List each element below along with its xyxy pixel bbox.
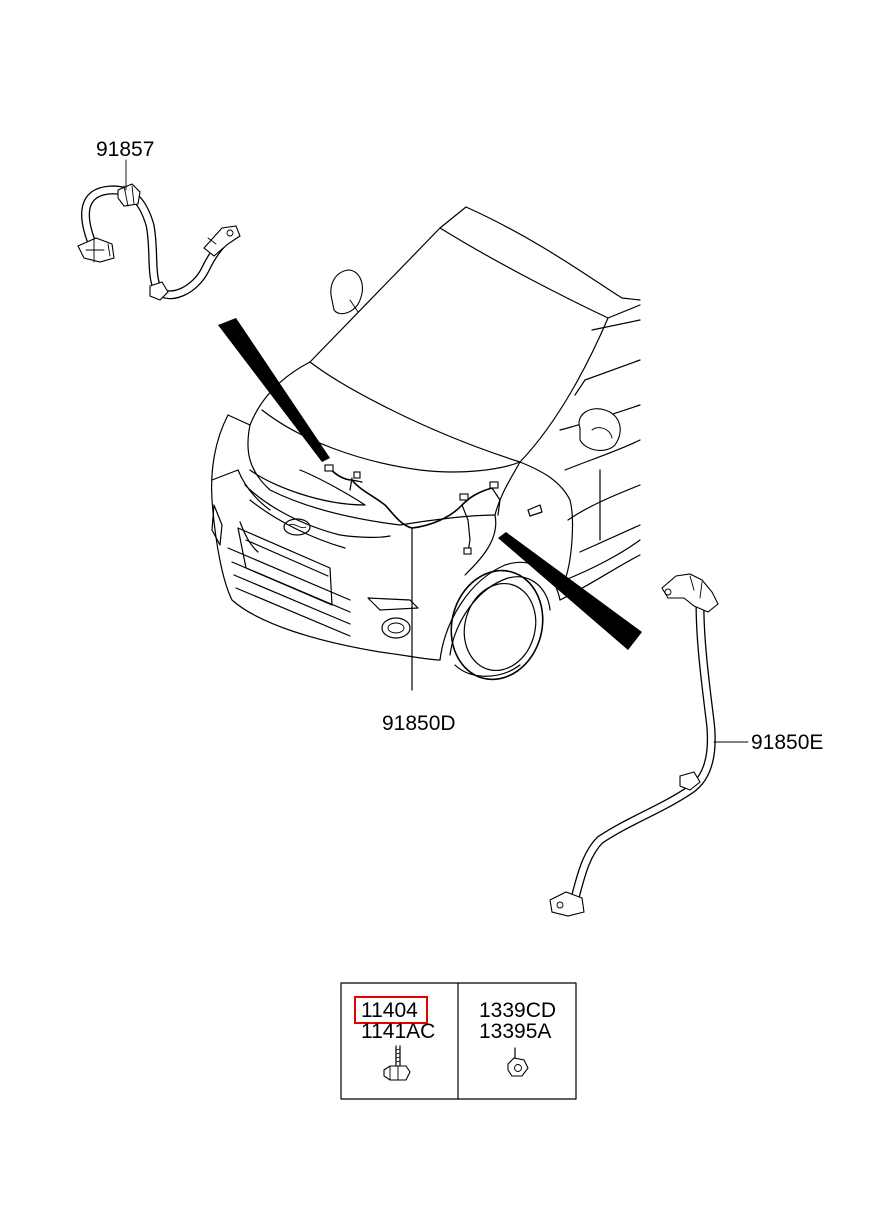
part-1339CD: 1339CD xyxy=(479,999,556,1022)
callout-91850D: 91850D xyxy=(382,712,456,735)
part-11404: 11404 xyxy=(361,999,418,1022)
harness-91850D xyxy=(324,464,501,691)
bolt-icon xyxy=(383,1045,411,1081)
battery-cable-91857 xyxy=(77,183,241,301)
part-1141AC: 1141AC xyxy=(361,1020,435,1043)
callout-91857: 91857 xyxy=(96,138,154,161)
car-body xyxy=(211,206,641,681)
battery-cable-91850E xyxy=(549,573,719,917)
fastener-table: 11404 1141AC 1339CD 13395A xyxy=(340,982,577,1100)
highlight-box-11404 xyxy=(354,996,428,1024)
nut-icon xyxy=(507,1047,529,1077)
callout-91850E: 91850E xyxy=(751,731,823,754)
direction-wedge-left xyxy=(218,318,330,462)
part-13395A: 13395A xyxy=(479,1020,551,1043)
direction-wedge-right xyxy=(498,532,642,650)
